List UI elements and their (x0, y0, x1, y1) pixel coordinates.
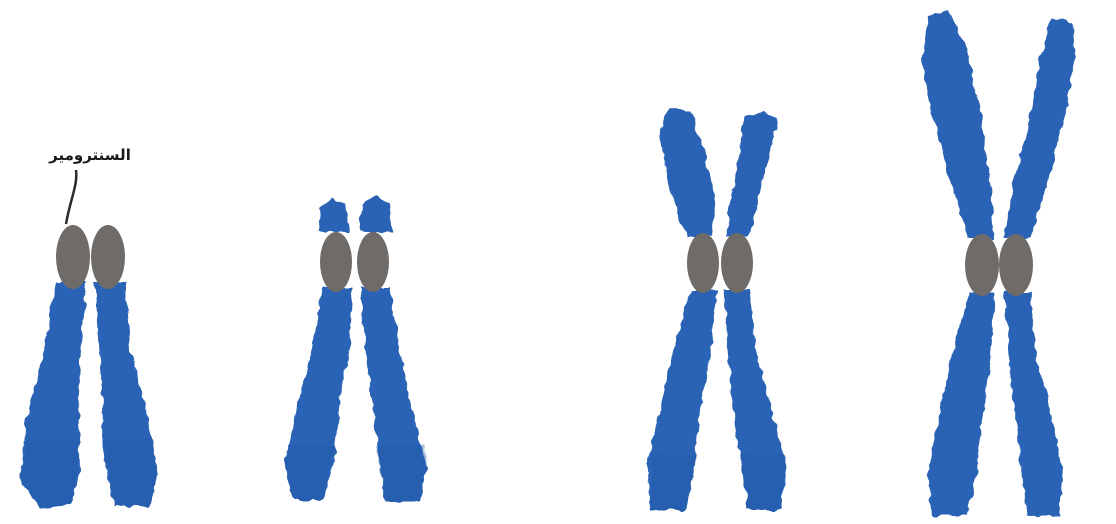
chromatid-shade (284, 445, 334, 500)
chromatid-arm (1004, 18, 1076, 238)
centromere-label: السنترومير (30, 146, 150, 164)
chromatid-shade (376, 445, 426, 502)
chromatid-arm (928, 292, 994, 516)
chromosome-submetacentric (646, 106, 786, 510)
centromere (965, 234, 999, 296)
centromere (320, 232, 352, 292)
chromatid-shade (20, 440, 80, 508)
centromere-right (91, 225, 125, 289)
chromatid-arm (318, 198, 350, 232)
centromere (687, 233, 719, 293)
chromosome-metacentric (922, 10, 1076, 516)
chromosome-telocentric (20, 225, 158, 508)
chromatid-arm (726, 112, 778, 236)
chromatid-shade (650, 455, 696, 510)
centromere (999, 234, 1033, 296)
chromatid-arm (360, 194, 392, 232)
centromere-left (56, 225, 90, 289)
centromere (721, 233, 753, 293)
chromatid-shade (740, 455, 784, 510)
centromere (357, 232, 389, 292)
chromatid-arm (1004, 292, 1064, 516)
chromosome-acrocentric (284, 194, 426, 502)
centromere-leader-line (66, 170, 76, 224)
chromatid-arm (660, 106, 716, 236)
chromatid-arm (922, 10, 994, 238)
